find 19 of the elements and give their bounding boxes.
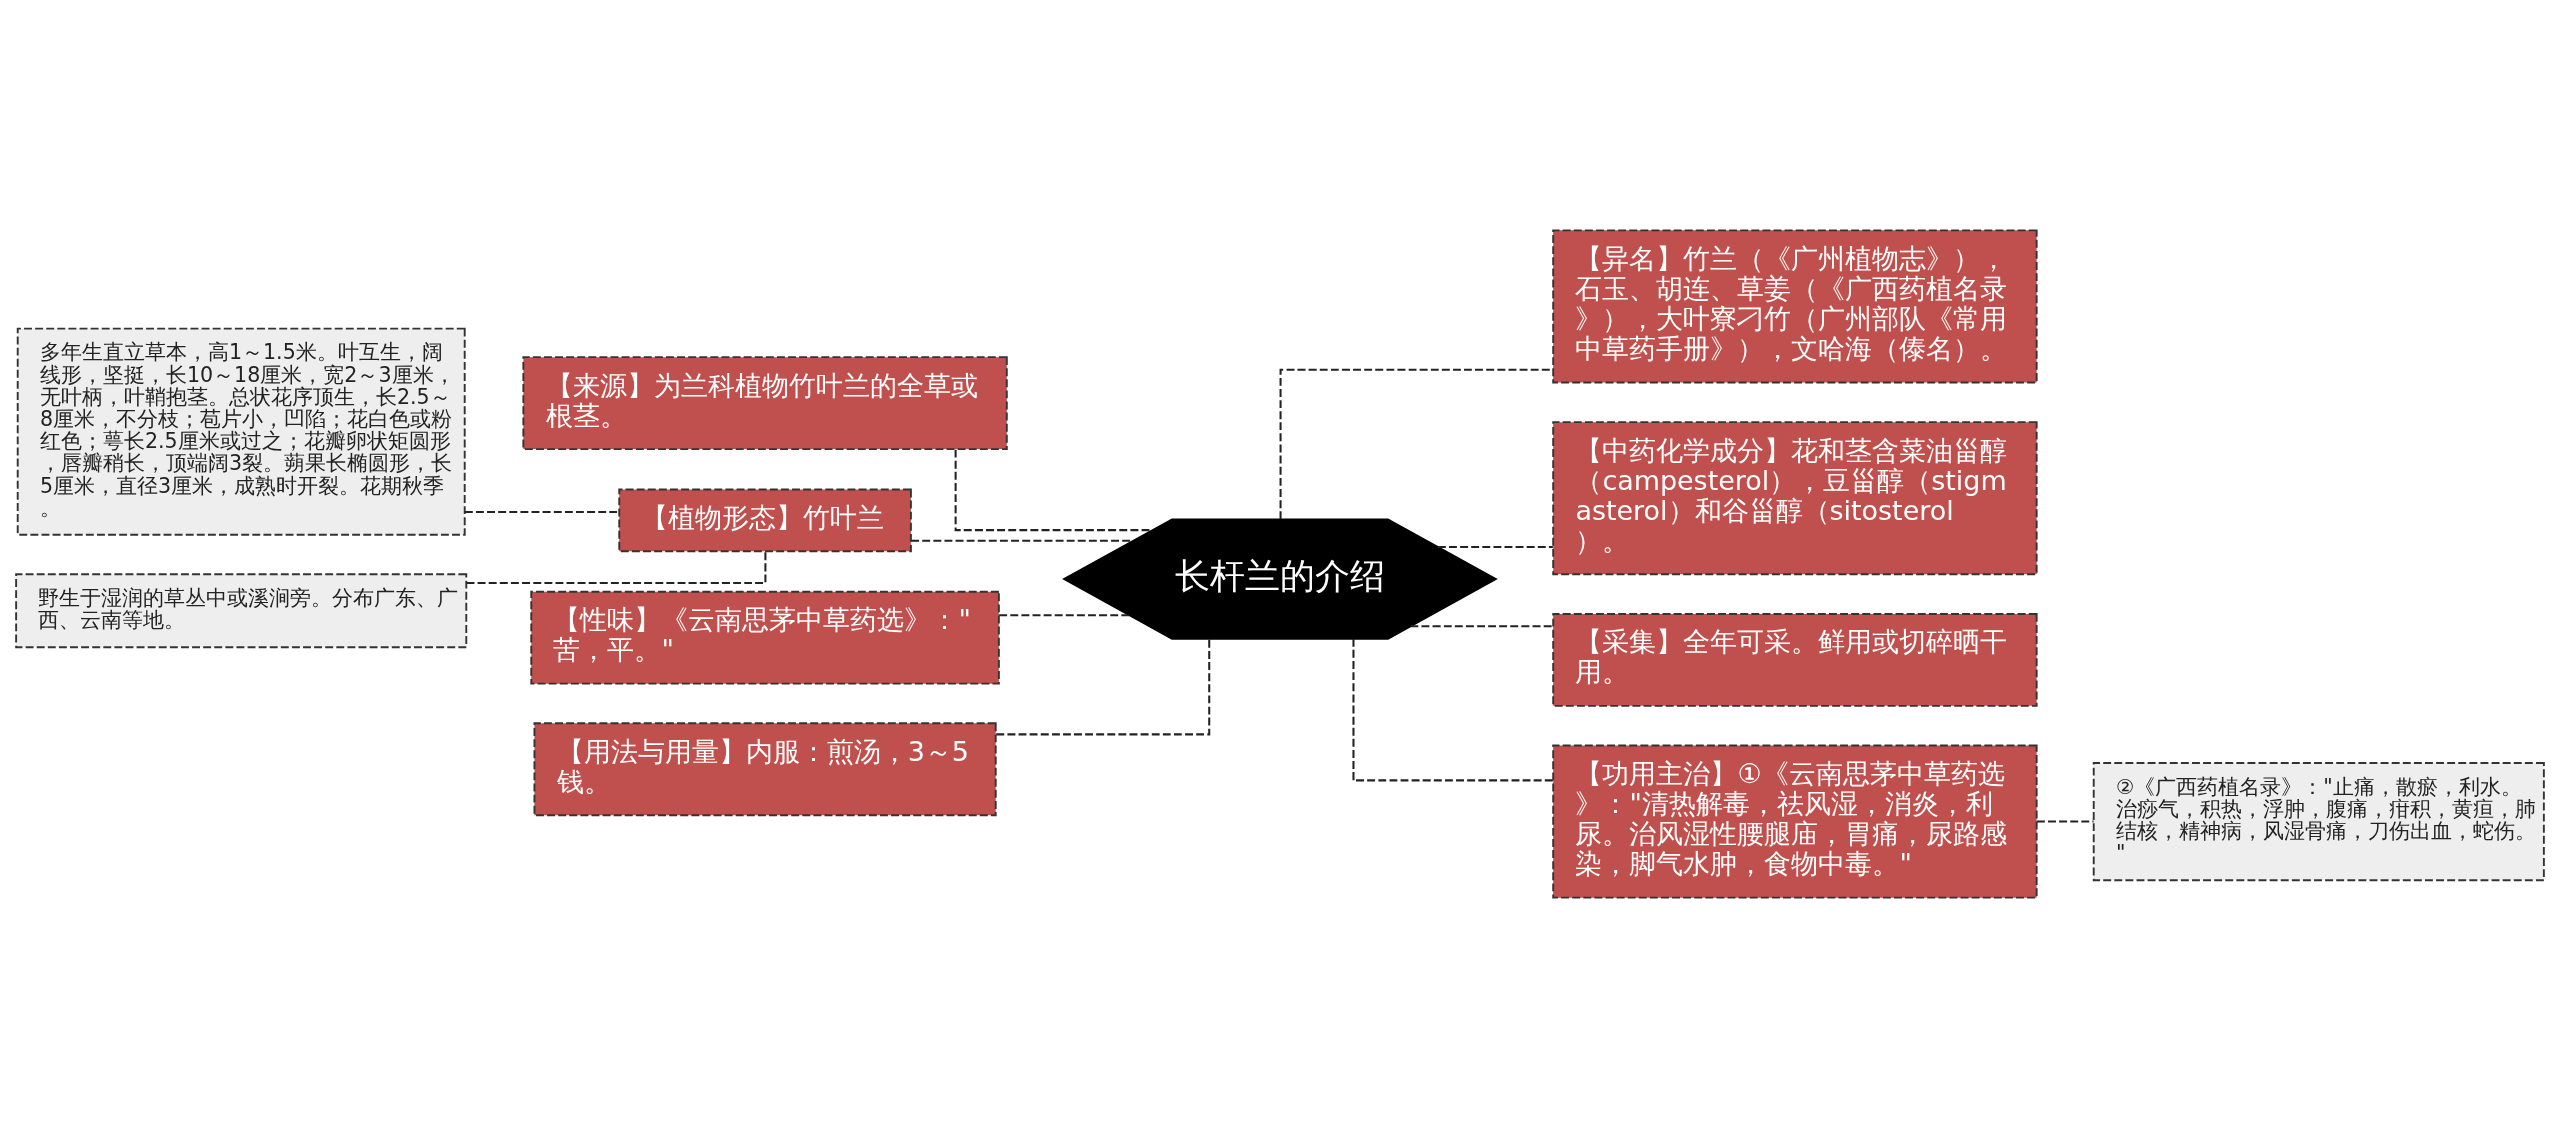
connector <box>1410 624 1553 627</box>
node-box: 【植物形态】竹叶兰 <box>618 488 912 552</box>
connector <box>1279 368 1553 519</box>
connector <box>464 510 619 513</box>
connector <box>999 613 1129 616</box>
connector <box>1352 638 1553 781</box>
node-box: 【来源】为兰科植物竹叶兰的全草或根茎。 <box>522 355 1008 450</box>
node-box: 【用法与用量】内服：煎汤，3～5钱。 <box>533 721 997 816</box>
node-box: ②《广西药植名录》："止痛，散瘀，利水。治痧气，积热，浮肿，腹痛，疳积，黄疸，肺结核，精神病，风湿骨痛，刀伤出血，蛇伤。" <box>2092 761 2545 881</box>
node-box: 【性味】《云南思茅中草药选》："苦，平。" <box>530 590 1000 685</box>
node-box: 【功用主治】①《云南思茅中草药选》："清热解毒，祛风湿，消炎，利尿。治风湿性腰腿庙，胃痛，尿路感染，脚气水肿，食物中毒。" <box>1552 744 2038 899</box>
node-box: 【中药化学成分】花和茎含菜油甾醇（campesterol），豆甾醇（stigmasterol）和谷甾醇（sitosterol）。 <box>1552 420 2038 575</box>
node-box: 【异名】竹兰（《广州植物志》），石玉、胡连、草姜（《广西药植名录》），大叶寮刁竹（广州部队《常用中草药手册》），文哈海（傣名）。 <box>1552 228 2038 383</box>
connector <box>1438 545 1553 548</box>
node-box: 野生于湿润的草丛中或溪涧旁。分布广东、广西、云南等地。 <box>15 572 468 648</box>
node-box: 【采集】全年可采。鲜用或切碎晒干用。 <box>1552 612 2038 707</box>
connector <box>2036 820 2094 823</box>
connector <box>996 638 1211 735</box>
node-box: 多年生直立草本，高1～1.5米。叶互生，阔线形，坚挺，长10～18厘米，宽2～3厘米，无叶柄，叶鞘抱茎。总状花序顶生，长2.5～8厘米，不分枝；苞片小，凹陷；花白色或粉红色；萼长2.5厘米或过之；花瓣卵状矩圆形，唇瓣稍长，顶端阔3裂。蒴果长椭圆形，长5厘米，直径3厘米，成熟时开裂。花期秋季。 <box>16 327 466 536</box>
